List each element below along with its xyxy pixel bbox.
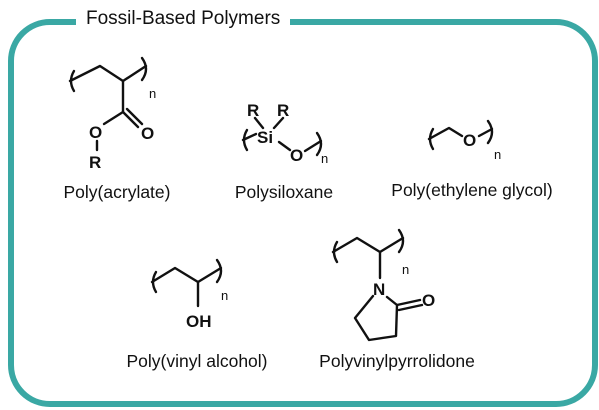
repeat-subscript: n xyxy=(149,86,156,101)
panel-frame xyxy=(8,19,598,407)
atom-label: O xyxy=(89,123,102,142)
atom-label: O xyxy=(141,124,154,143)
polymer-name-polysiloxane: Polysiloxane xyxy=(234,182,334,202)
polymer-name-polyacrylate: Poly(acrylate) xyxy=(63,182,171,202)
atom-label: Si xyxy=(257,128,273,147)
atom-label: OH xyxy=(186,312,212,331)
atom-label: N xyxy=(373,280,385,299)
repeat-subscript: n xyxy=(221,288,228,303)
atom-label: O xyxy=(290,146,303,165)
atom-label: O xyxy=(422,291,435,310)
polymer-name-pva: Poly(vinyl alcohol) xyxy=(126,351,268,371)
atom-label: R xyxy=(277,101,289,120)
repeat-subscript: n xyxy=(402,262,409,277)
panel-title: Fossil-Based Polymers xyxy=(76,5,291,33)
polymer-name-pvp: Polyvinylpyrrolidone xyxy=(319,351,475,371)
repeat-subscript: n xyxy=(321,151,328,166)
atom-label: R xyxy=(247,101,259,120)
atom-label: O xyxy=(463,131,476,150)
atom-label: R xyxy=(89,153,101,172)
polymer-name-peg: Poly(ethylene glycol) xyxy=(391,180,553,200)
repeat-subscript: n xyxy=(494,147,501,162)
